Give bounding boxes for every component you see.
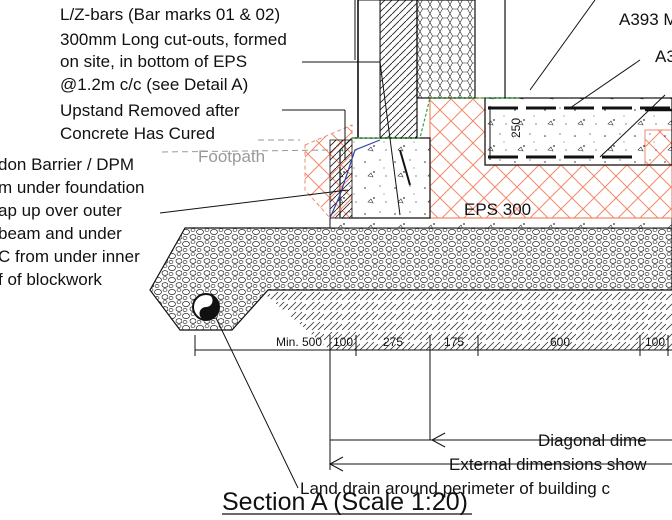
blockwork-wall (357, 0, 506, 139)
note-external: External dimensions show (449, 455, 647, 474)
dim-175: 175 (444, 335, 464, 349)
ground-soil (260, 290, 672, 350)
label-radon-2: m under foundation (0, 178, 145, 197)
label-a393-second: A3 (655, 47, 672, 66)
label-cutouts-3: @1.2m c/c (see Detail A) (60, 75, 248, 94)
radon-barrier (329, 139, 381, 219)
label-radon-3: ap up over outer (0, 201, 122, 220)
label-radon-4: beam and under (0, 224, 122, 243)
label-radon-6: f of blockwork (0, 270, 102, 289)
label-footpath: Footpath (198, 147, 265, 166)
label-radon-1: don Barrier / DPM (0, 155, 134, 174)
dim-100a: 100 (333, 335, 353, 349)
rebar (399, 106, 672, 186)
edge-beam (339, 137, 431, 219)
land-drain-pipe (192, 293, 220, 321)
label-cutouts-1: 300mm Long cut-outs, formed (60, 30, 287, 49)
label-lzbars: L/Z-bars (Bar marks 01 & 02) (60, 5, 280, 24)
label-upstand-1: Upstand Removed after (60, 101, 240, 120)
label-eps: EPS 300 (464, 200, 531, 219)
note-land-drain: Land drain around perimeter of building … (300, 479, 610, 498)
dim-100b: 100 (645, 335, 665, 349)
label-upstand-2: Concrete Has Cured (60, 124, 215, 143)
dim-275: 275 (383, 335, 403, 349)
dim-min500: Min. 500 (276, 335, 322, 349)
dim-600: 600 (550, 335, 570, 349)
slab-thickness-label: 250 (509, 118, 523, 138)
note-diagonal: Diagonal dime (538, 431, 647, 450)
label-radon-5: C from under inner (0, 247, 140, 266)
label-cutouts-2: on site, in bottom of EPS (60, 52, 247, 71)
hardcore-layer (149, 227, 672, 331)
section-title: Section A (Scale 1:20) (222, 488, 468, 516)
leader-lines (159, 0, 666, 216)
label-a393-mesh: A393 M (619, 10, 672, 29)
